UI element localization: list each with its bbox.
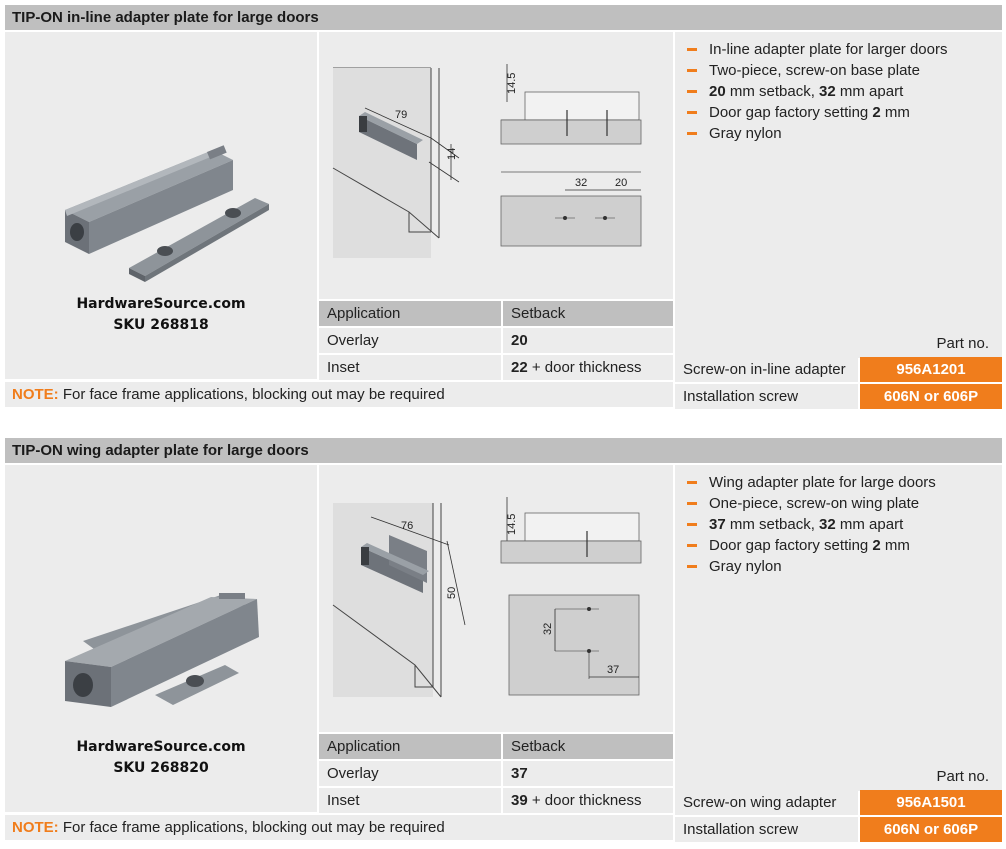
feature-item: Two-piece, screw-on base plate — [687, 60, 947, 81]
header-setback: Setback — [503, 301, 673, 326]
feature-list: Wing adapter plate for large doors One-p… — [687, 472, 936, 577]
product-photo-cell: HardwareSource.com SKU 268818 — [5, 32, 317, 379]
sku-number: SKU 268820 — [113, 760, 209, 776]
technical-drawing-cell: 76 50 14.5 32 37 — [319, 465, 673, 732]
note-label: NOTE: — [12, 386, 59, 403]
note-text: For face frame applications, blocking ou… — [58, 386, 445, 403]
part-description: Screw-on wing adapter — [675, 790, 858, 815]
feature-list-cell: In-line adapter plate for larger doors T… — [675, 32, 1002, 358]
feature-item: Door gap factory setting 2 mm — [687, 102, 947, 123]
dim-spacing: 32 — [542, 623, 554, 635]
bullet-icon — [687, 110, 697, 114]
part-description: Installation screw — [675, 817, 858, 842]
feature-item: Gray nylon — [687, 123, 947, 144]
sku-source: HardwareSource.com — [76, 739, 246, 755]
feature-item: Gray nylon — [687, 556, 936, 577]
bullet-icon — [687, 89, 697, 93]
sku-source: HardwareSource.com — [76, 296, 246, 312]
feature-item: Door gap factory setting 2 mm — [687, 535, 936, 556]
feature-item: 37 mm setback, 32 mm apart — [687, 514, 936, 535]
product-title: TIP-ON in-line adapter plate for large d… — [5, 5, 1002, 30]
product-panel-inline: TIP-ON in-line adapter plate for large d… — [5, 5, 1002, 411]
feature-item: In-line adapter plate for larger doors — [687, 39, 947, 60]
note-box: NOTE: For face frame applications, block… — [5, 382, 673, 407]
dim-spacing: 32 — [575, 177, 587, 189]
part-row: Installation screw 606N or 606P — [675, 384, 1002, 409]
wing-adapter-photo — [65, 593, 259, 707]
part-no-header: Part no. — [675, 332, 1002, 356]
bullet-icon — [687, 522, 697, 526]
feature-list: In-line adapter plate for larger doors T… — [687, 39, 947, 144]
note-text: For face frame applications, blocking ou… — [58, 819, 445, 836]
dim-setback: 37 — [607, 664, 619, 676]
header-application: Application — [319, 734, 501, 759]
note-box: NOTE: For face frame applications, block… — [5, 815, 673, 840]
feature-item: One-piece, screw-on wing plate — [687, 493, 936, 514]
dim-length: 79 — [395, 109, 407, 121]
bullet-icon — [687, 501, 697, 505]
bullet-icon — [687, 543, 697, 547]
dim-height: 14 — [446, 148, 458, 160]
feature-list-cell: Wing adapter plate for large doors One-p… — [675, 465, 1002, 791]
feature-item: Wing adapter plate for large doors — [687, 472, 936, 493]
product-title: TIP-ON wing adapter plate for large door… — [5, 438, 1002, 463]
inline-adapter-photo — [65, 145, 269, 282]
part-row: Installation screw 606N or 606P — [675, 817, 1002, 842]
product-panel-wing: TIP-ON wing adapter plate for large door… — [5, 438, 1002, 845]
part-description: Screw-on in-line adapter — [675, 357, 858, 382]
bullet-icon — [687, 68, 697, 72]
part-row: Screw-on in-line adapter 956A1201 — [675, 357, 1002, 382]
part-number[interactable]: 956A1201 — [860, 357, 1002, 382]
product-photo-cell: HardwareSource.com SKU 268820 — [5, 465, 317, 812]
bullet-icon — [687, 47, 697, 51]
part-row: Screw-on wing adapter 956A1501 — [675, 790, 1002, 815]
bullet-icon — [687, 131, 697, 135]
part-description: Installation screw — [675, 384, 858, 409]
technical-drawing-cell: 79 14 14.5 32 20 — [319, 32, 673, 299]
part-no-header: Part no. — [675, 765, 1002, 789]
wing-technical-drawing: 76 50 14.5 32 37 — [332, 497, 642, 698]
note-label: NOTE: — [12, 819, 59, 836]
header-setback: Setback — [503, 734, 673, 759]
bullet-icon — [687, 564, 697, 568]
part-number[interactable]: 606N or 606P — [860, 817, 1002, 842]
dim-side-height: 14.5 — [506, 73, 518, 94]
bullet-icon — [687, 480, 697, 484]
feature-item: 20 mm setback, 32 mm apart — [687, 81, 947, 102]
dim-length: 76 — [401, 520, 413, 532]
header-application: Application — [319, 301, 501, 326]
dim-height: 50 — [446, 587, 458, 599]
part-number[interactable]: 606N or 606P — [860, 384, 1002, 409]
dim-side-height: 14.5 — [506, 514, 518, 535]
dim-setback: 20 — [615, 177, 627, 189]
sku-number: SKU 268818 — [113, 317, 209, 333]
inline-technical-drawing: 79 14 14.5 32 20 — [332, 64, 642, 258]
part-number[interactable]: 956A1501 — [860, 790, 1002, 815]
